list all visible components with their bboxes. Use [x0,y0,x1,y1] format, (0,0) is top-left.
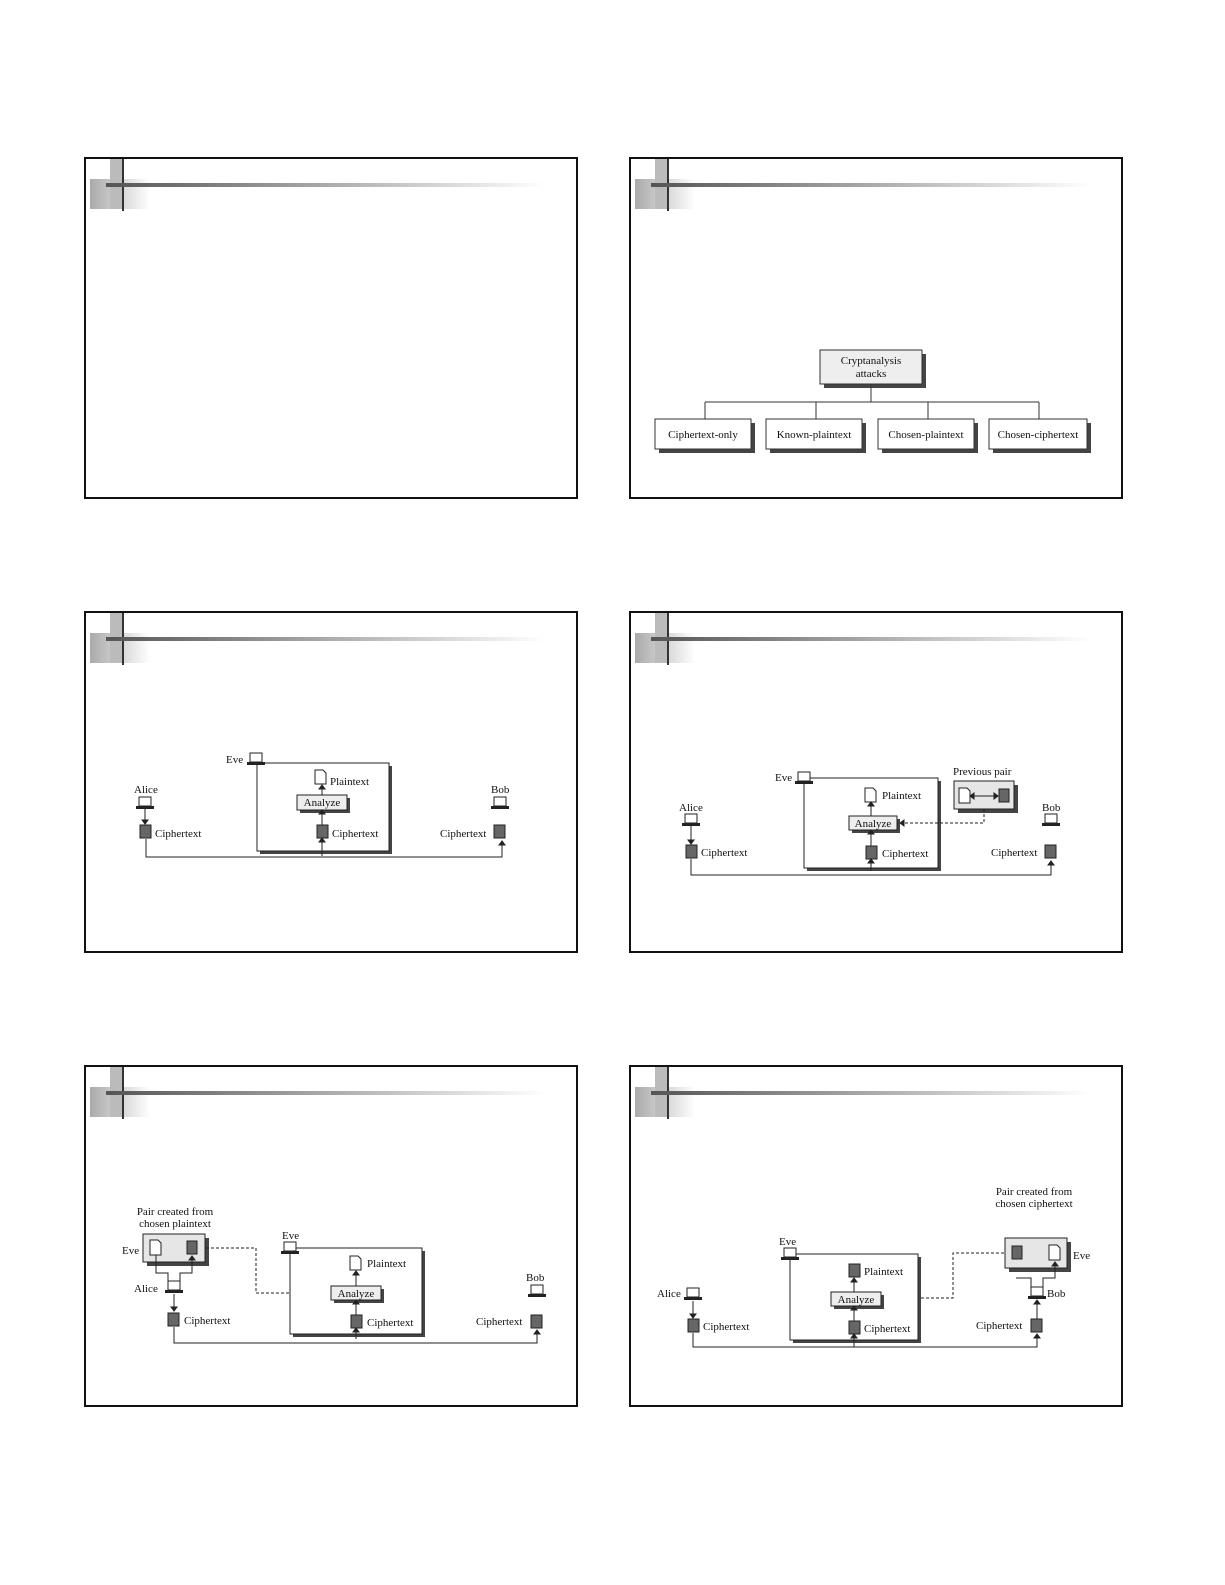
previous-pair-cipher-doc-icon [998,788,1010,803]
chosen-pair-plain-doc-icon [1048,1244,1061,1261]
pair-label-line1: Pair created from [137,1206,214,1218]
tree-child-chosen-ciphertext: Chosen-ciphertext [988,418,1091,453]
plaintext-doc-icon [314,769,327,785]
alice-ciphertext-doc-icon [139,824,152,839]
alice-ciphertext-doc-icon [687,1318,700,1333]
eve-computer-icon [781,1247,799,1260]
analyze-box [848,815,898,831]
eve-label: Eve [226,754,243,766]
plaintext-label: Plaintext [330,776,369,788]
tree-root-label-line1: Cryptanalysis [841,355,902,367]
plaintext-label: Plaintext [882,790,921,802]
chosen-pair-plain-doc-icon [149,1239,162,1256]
bob-ciphertext-label: Ciphertext [476,1316,522,1328]
known-plaintext-diagram: Eve Previous pair Plaintext Analyze Ciph… [679,766,1061,876]
pair-label-line1: Pair created from [996,1186,1073,1198]
alice-label: Alice [134,1283,158,1295]
bob-computer-icon [528,1284,546,1297]
tree-child-ciphertext-only: Ciphertext-only [654,418,755,453]
bob-label: Bob [1047,1288,1066,1300]
eve-pair-label: Eve [1073,1250,1090,1262]
bob-computer-icon [1042,813,1060,826]
bob-ciphertext-doc-icon [530,1314,543,1329]
alice-ciphertext-doc-icon [167,1312,180,1327]
eve-computer-icon [281,1241,299,1254]
plaintext-doc-icon [848,1263,861,1278]
ciphertext-doc-icon [848,1320,861,1335]
alice-computer-icon [684,1287,702,1300]
bob-ciphertext-doc-icon [1044,844,1057,859]
ciphertext-doc-icon [316,824,329,839]
alice-ciphertext-label: Ciphertext [184,1315,230,1327]
ciphertext-doc-icon [350,1314,363,1329]
pair-label-line2: chosen ciphertext [995,1198,1072,1210]
chosen-plaintext-diagram: Pair created from chosen plaintext Eve A… [122,1206,546,1344]
slide-6: Pair created from chosen ciphertext Eve … [629,1065,1123,1407]
alice-computer-icon [682,813,700,826]
ciphertext-doc-icon [865,845,878,860]
tree-child-label: Chosen-plaintext [888,429,963,441]
bob-label: Bob [1042,802,1061,814]
bob-ciphertext-doc-icon [493,824,506,839]
analyze-label: Analyze [838,1294,875,1306]
alice-computer-icon [136,796,154,809]
pair-label-line2: chosen plaintext [139,1218,211,1230]
alice-ciphertext-label: Ciphertext [155,828,201,840]
attack-taxonomy-tree: Cryptanalysis attacks Ciphertext-only Kn… [654,349,1091,453]
analyze-label: Analyze [304,797,341,809]
eve-ciphertext-label: Ciphertext [367,1317,413,1329]
eve-pair-label: Eve [122,1245,139,1257]
eve-label: Eve [282,1230,299,1242]
previous-pair-plain-doc-icon [958,787,971,804]
ciphertext-only-diagram: Eve Plaintext Analyze Ciphertext Alice [134,752,510,858]
analyze-label: Analyze [338,1288,375,1300]
tree-child-label: Ciphertext-only [668,429,738,441]
bob-computer-icon [1028,1286,1046,1299]
slide-1 [84,157,578,499]
alice-label: Alice [679,802,703,814]
plaintext-doc-icon [864,787,877,803]
plaintext-label: Plaintext [367,1258,406,1270]
analyze-box [830,1291,882,1307]
alice-label: Alice [657,1288,681,1300]
tree-child-known-plaintext: Known-plaintext [765,418,866,453]
bob-label: Bob [526,1272,545,1284]
plaintext-doc-icon [349,1255,362,1271]
alice-ciphertext-label: Ciphertext [701,847,747,859]
eve-ciphertext-label: Ciphertext [882,848,928,860]
slide-4: Eve Previous pair Plaintext Analyze Ciph… [629,611,1123,953]
eve-label: Eve [779,1236,796,1248]
previous-pair-label: Previous pair [953,766,1012,778]
bob-ciphertext-label: Ciphertext [440,828,486,840]
plaintext-label: Plaintext [864,1266,903,1278]
slide-3: Eve Plaintext Analyze Ciphertext Alice [84,611,578,953]
alice-computer-icon [165,1280,183,1293]
chosen-pair-cipher-doc-icon [186,1240,198,1255]
tree-child-label: Known-plaintext [777,429,852,441]
bob-computer-icon [491,796,509,809]
eve-computer-icon [795,771,813,784]
chosen-ciphertext-diagram: Pair created from chosen ciphertext Eve … [657,1186,1090,1348]
bob-ciphertext-label: Ciphertext [991,847,1037,859]
slide-header-decoration [90,159,546,211]
eve-label: Eve [775,772,792,784]
tree-child-chosen-plaintext: Chosen-plaintext [877,418,978,453]
alice-ciphertext-doc-icon [685,844,698,859]
bob-ciphertext-doc-icon [1030,1318,1043,1333]
alice-label: Alice [134,784,158,796]
bob-label: Bob [491,784,510,796]
bob-ciphertext-label: Ciphertext [976,1320,1022,1332]
tree-root-label-line2: attacks [856,368,887,380]
slide-5: Pair created from chosen plaintext Eve A… [84,1065,578,1407]
chosen-pair-cipher-doc-icon [1011,1245,1023,1260]
alice-ciphertext-label: Ciphertext [703,1321,749,1333]
analyze-label: Analyze [855,818,892,830]
eve-ciphertext-label: Ciphertext [332,828,378,840]
tree-child-label: Chosen-ciphertext [998,429,1079,441]
slide-2: Cryptanalysis attacks Ciphertext-only Kn… [629,157,1123,499]
eve-ciphertext-label: Ciphertext [864,1323,910,1335]
eve-computer-icon [247,752,265,765]
